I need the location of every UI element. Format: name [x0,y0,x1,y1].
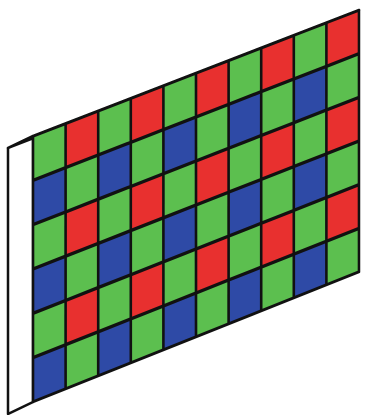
board-side-edge [8,136,33,414]
